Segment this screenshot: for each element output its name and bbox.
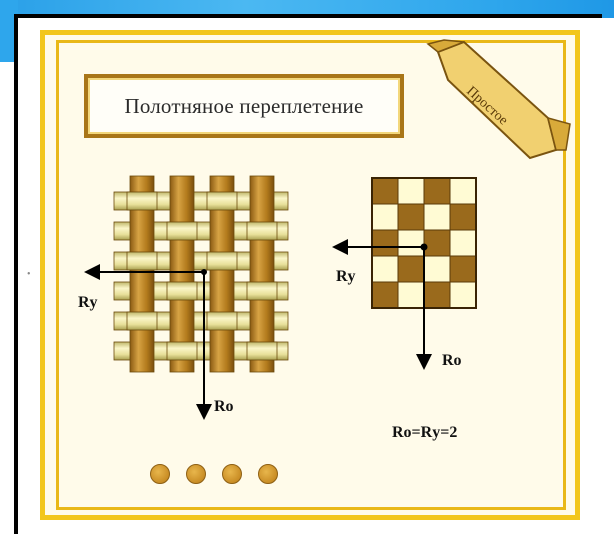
grid-cell <box>397 203 425 231</box>
grid-cell <box>371 229 399 257</box>
weft-over-segment <box>166 341 198 361</box>
weft-thread <box>113 311 289 331</box>
grid-cell <box>423 177 451 205</box>
nav-dot[interactable] <box>258 464 278 484</box>
weft-over-segment <box>246 281 278 301</box>
grid-cell <box>449 255 477 283</box>
weave-arrows <box>84 264 212 420</box>
weft-over-segment <box>126 311 158 331</box>
grid-cell <box>371 281 399 309</box>
title-box: Полотняное переплетение <box>84 74 404 138</box>
repeat-formula: Rо=Rу=2 <box>392 424 458 441</box>
grid-cell <box>449 229 477 257</box>
grid-cell <box>397 281 425 309</box>
grid-cell <box>371 255 399 283</box>
grid-origin-dot <box>420 243 428 251</box>
grid-cell <box>371 177 399 205</box>
weft-over-segment <box>206 311 238 331</box>
warp-thread <box>249 175 275 373</box>
weft-thread <box>113 341 289 361</box>
weft-over-segment <box>206 191 238 211</box>
grid-cell <box>423 255 451 283</box>
weave-origin-dot <box>201 269 207 275</box>
weft-over-segment <box>166 281 198 301</box>
weft-thread <box>113 281 289 301</box>
weft-over-segment <box>246 221 278 241</box>
weft-thread <box>113 221 289 241</box>
grid-cell <box>449 203 477 231</box>
nav-dot[interactable] <box>222 464 242 484</box>
slide-inner-border <box>56 40 566 510</box>
stray-bullet: • <box>27 269 31 280</box>
nav-dot[interactable] <box>150 464 170 484</box>
grid-cell <box>449 177 477 205</box>
weave-ro-label: Rо <box>214 398 234 415</box>
weft-over-segment <box>126 251 158 271</box>
grid-cell <box>371 203 399 231</box>
grid-cell <box>423 229 451 257</box>
ribbon-banner: Простое <box>426 39 571 160</box>
weft-over-segment <box>246 341 278 361</box>
window-top-bar <box>0 0 614 18</box>
grid-cell <box>423 281 451 309</box>
plain-weave-illustration <box>113 175 289 373</box>
weave-ry-label: Rу <box>78 294 98 311</box>
weft-thread <box>113 251 289 271</box>
nav-dot[interactable] <box>186 464 206 484</box>
slide-title: Полотняное переплетение <box>124 93 364 118</box>
screen-border <box>14 14 602 534</box>
warp-thread <box>169 175 195 373</box>
window-corner-bar <box>0 0 18 62</box>
grid-ro-label: Rо <box>442 352 462 369</box>
weft-thread <box>113 191 289 211</box>
grid-ry-label: Rу <box>336 268 356 285</box>
weft-over-segment <box>206 251 238 271</box>
grid-cell <box>397 229 425 257</box>
weft-over-segment <box>126 191 158 211</box>
weft-over-segment <box>166 221 198 241</box>
grid-cell <box>397 177 425 205</box>
grid-cell <box>449 281 477 309</box>
grid-arrows <box>332 239 432 370</box>
grid-cell <box>397 255 425 283</box>
grid-cell <box>423 203 451 231</box>
